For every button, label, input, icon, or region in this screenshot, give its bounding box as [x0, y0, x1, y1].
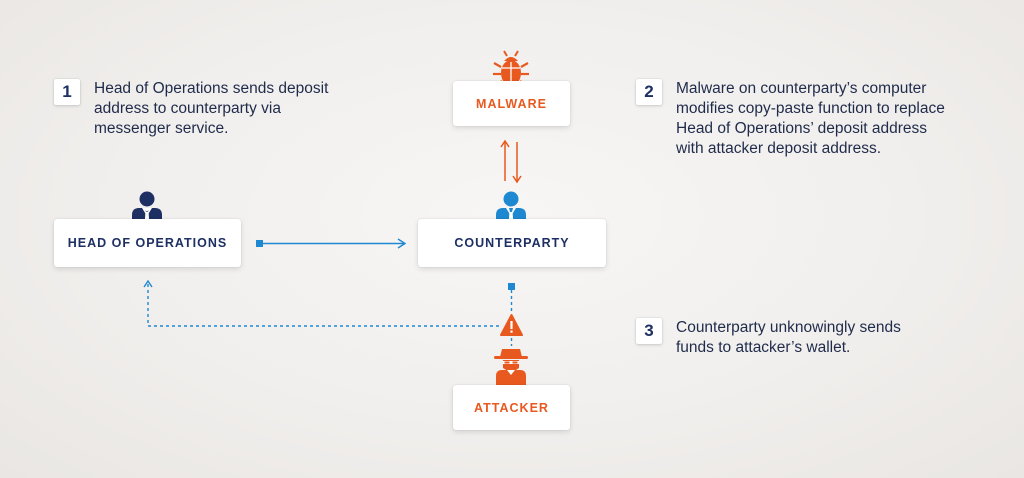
- send-address-arrow: [256, 238, 407, 249]
- warning-icon: [500, 314, 523, 336]
- step-2-text: Malware on counterparty’s computer modif…: [676, 79, 945, 159]
- step-2-line: with attacker deposit address.: [676, 140, 882, 157]
- malware-box: MALWARE: [453, 81, 570, 126]
- step-3-number: 3: [636, 318, 662, 344]
- step-3-text: Counterparty unknowingly sends funds to …: [676, 318, 901, 358]
- funds-redirect-path: [143, 279, 515, 346]
- step-3-line: funds to attacker’s wallet.: [676, 339, 851, 356]
- hacker-icon: [494, 349, 528, 386]
- step-1-line: address to counterparty via: [94, 100, 281, 117]
- counterparty-box: COUNTERPARTY: [418, 219, 606, 267]
- step-2-line: Malware on counterparty’s computer: [676, 80, 927, 97]
- step-2-line: modifies copy-paste function to replace: [676, 100, 945, 117]
- step-2-line: Head of Operations’ deposit address: [676, 120, 928, 137]
- step-1-line: Head of Operations sends deposit: [94, 80, 329, 97]
- step-2-number: 2: [636, 79, 662, 105]
- step-1-number: 1: [54, 79, 80, 105]
- malware-exchange-arrows: [500, 139, 522, 184]
- step-3-line: Counterparty unknowingly sends: [676, 319, 901, 336]
- attacker-box: ATTACKER: [453, 385, 570, 430]
- step-1-text: Head of Operations sends deposit address…: [94, 79, 328, 139]
- head-of-operations-box: HEAD OF OPERATIONS: [54, 219, 241, 267]
- step-1-line: messenger service.: [94, 120, 229, 137]
